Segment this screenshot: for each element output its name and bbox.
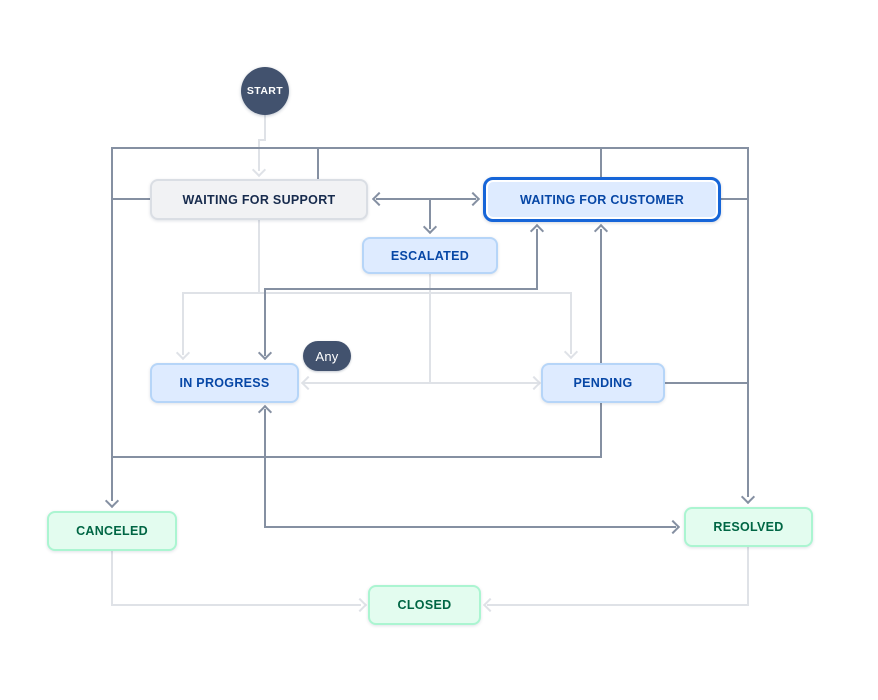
connector-segment (264, 115, 266, 141)
connector-segment (570, 292, 572, 354)
arrowhead-left-icon (482, 597, 498, 613)
connector-segment (429, 274, 431, 384)
connector-segment (264, 409, 266, 528)
status-node-any[interactable]: Any (303, 341, 351, 371)
arrowhead-down-icon (422, 219, 438, 235)
connector-segment (111, 604, 361, 606)
connector-segment (747, 547, 749, 606)
connector-segment (487, 604, 749, 606)
connector-segment (182, 292, 572, 294)
status-node-waiting-for-customer[interactable]: WAITING FOR CUSTOMER (483, 177, 721, 222)
connector-segment (111, 198, 150, 200)
arrowhead-down-icon (740, 489, 756, 505)
arrowhead-down-icon (563, 344, 579, 360)
connector-segment (111, 147, 113, 501)
arrowhead-down-icon (251, 162, 267, 178)
connector-segment (317, 148, 319, 180)
connector-segment (600, 229, 602, 363)
connector-segment (264, 526, 676, 528)
arrowhead-up-icon (529, 223, 545, 239)
arrowhead-up-icon (593, 223, 609, 239)
connector-segment (429, 198, 431, 229)
connector-segment (264, 288, 266, 356)
connector-segment (264, 288, 538, 290)
connector-segment (258, 139, 266, 141)
connector-segment (600, 402, 602, 458)
status-node-closed[interactable]: CLOSED (368, 585, 481, 625)
connector-segment (665, 382, 749, 384)
status-node-waiting-for-support[interactable]: WAITING FOR SUPPORT (150, 179, 368, 220)
connector-segment (721, 198, 749, 200)
connector-segment (258, 219, 260, 294)
arrowhead-right-icon (665, 519, 681, 535)
arrowhead-right-icon (526, 375, 542, 391)
arrowhead-up-icon (257, 404, 273, 420)
connector-segment (303, 382, 539, 384)
connector-segment (536, 229, 538, 289)
arrowhead-down-icon (257, 345, 273, 361)
connector-segment (111, 456, 602, 458)
arrowhead-left-icon (300, 375, 316, 391)
status-node-pending[interactable]: PENDING (541, 363, 665, 403)
arrowhead-right-icon (465, 191, 481, 207)
status-node-start[interactable]: START (241, 67, 289, 115)
arrowhead-left-icon (371, 191, 387, 207)
connector-segment (111, 147, 749, 149)
connector-segment (600, 148, 602, 178)
connector-segment (747, 147, 749, 497)
connector-segment (258, 139, 260, 171)
arrowhead-down-icon (175, 345, 191, 361)
connector-segment (376, 198, 476, 200)
status-node-resolved[interactable]: RESOLVED (684, 507, 813, 547)
status-node-in-progress[interactable]: IN PROGRESS (150, 363, 299, 403)
status-node-escalated[interactable]: ESCALATED (362, 237, 498, 274)
connector-segment (182, 292, 184, 355)
arrowhead-right-icon (352, 597, 368, 613)
connector-segment (111, 551, 113, 606)
arrowhead-down-icon (104, 493, 120, 509)
status-node-canceled[interactable]: CANCELED (47, 511, 177, 551)
